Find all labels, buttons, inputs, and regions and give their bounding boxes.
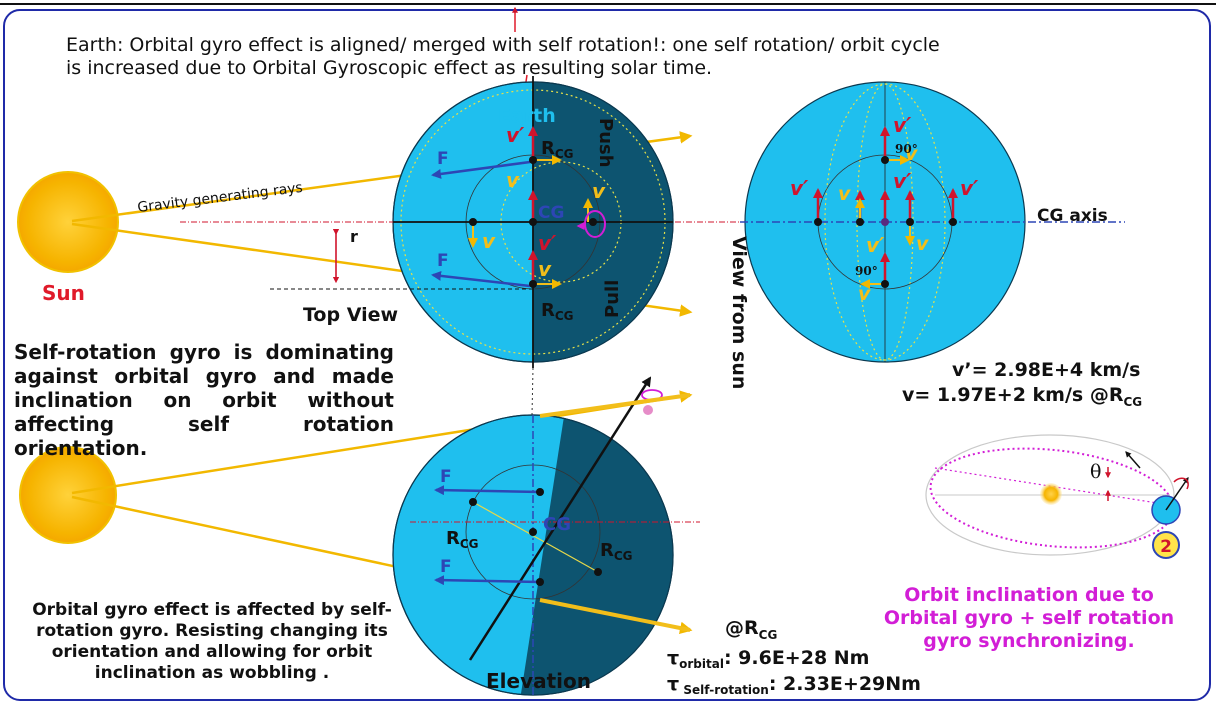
- orbit-sun: [1040, 483, 1062, 505]
- rotation-loop-top: [584, 210, 606, 238]
- sun-label: Sun: [42, 281, 85, 305]
- svg-text:v′: v′: [506, 123, 525, 147]
- push-label: Push: [595, 118, 616, 168]
- self-rotation-text: Self-rotation gyro is dominating against…: [14, 340, 394, 460]
- view-from-sun-label: View from sun: [728, 236, 750, 389]
- axis-top-point: [643, 405, 653, 415]
- elevation-label: Elevation: [486, 669, 591, 693]
- svg-text:v: v: [916, 233, 929, 255]
- theta-label: θ: [1090, 461, 1101, 483]
- at-rcg: @RCG: [725, 617, 777, 642]
- cg-label-top: CG: [538, 203, 564, 223]
- velocity-labels-side: v′ v v′ v′ v′ v v′ v v: [790, 113, 979, 305]
- earth-top-shadow: [533, 82, 673, 362]
- deg90-top: 90°: [895, 142, 918, 156]
- tau-self: τ Self-rotation: 2.33E+29Nm: [667, 673, 921, 697]
- svg-text:v: v: [905, 143, 918, 165]
- tilted-axis: [468, 376, 652, 661]
- orbital-gyro-text: Orbital gyro effect is affected by self-…: [32, 600, 392, 683]
- gravity-rays-label: Gravity generating rays: [137, 180, 304, 216]
- svg-text:v: v: [592, 179, 606, 203]
- f-label-3: F: [440, 467, 452, 487]
- svg-text:v: v: [858, 283, 871, 305]
- ray-thick-2: [539, 598, 691, 632]
- force-elev-lower: [434, 575, 541, 586]
- svg-text:v′: v′: [960, 176, 979, 200]
- force-elev-upper: [434, 485, 541, 496]
- svg-text:v: v: [538, 257, 552, 281]
- rcg-elev-left: RCG: [446, 528, 479, 551]
- tau-orbital: τorbital: 9.6E+28 Nm: [667, 647, 869, 671]
- velocity-labels-top: v′ v v′ v v v: [482, 123, 606, 281]
- rcg-bottom: RCG: [541, 300, 574, 323]
- top-view-label: Top View: [303, 304, 398, 326]
- rcg-top: RCG: [541, 138, 574, 161]
- rcg-elev-right: RCG: [600, 540, 633, 563]
- header-text: Earth: Orbital gyro effect is aligned/ m…: [66, 34, 1196, 80]
- points-top: [469, 156, 597, 288]
- deg90-bottom: 90°: [855, 264, 878, 278]
- f-label-1: F: [437, 149, 449, 169]
- orbit-arrow: [1125, 451, 1141, 469]
- sun-elevation: [19, 446, 117, 544]
- r-label: r: [350, 227, 358, 246]
- header-line-1: Earth: Orbital gyro effect is aligned/ m…: [66, 34, 940, 56]
- svg-text:v: v: [838, 183, 851, 205]
- sun-top: [17, 171, 119, 273]
- elev-radius-line: [472, 501, 599, 573]
- inclination-text: Orbit inclination due to Orbital gyro + …: [883, 584, 1175, 652]
- badge-2: [1152, 531, 1180, 559]
- svg-text:v′: v′: [893, 169, 912, 193]
- ray-thick-1: [539, 393, 691, 418]
- svg-text:v′: v′: [893, 113, 912, 137]
- border-frame: [3, 9, 1211, 701]
- force-arrow-upper: [431, 160, 531, 179]
- top-view: [17, 76, 745, 511]
- f-label-4: F: [440, 557, 452, 577]
- svg-text:v′: v′: [866, 233, 885, 257]
- orbit-inset: 2: [925, 434, 1189, 559]
- force-arrow-lower: [431, 270, 531, 288]
- eq-v: v= 1.97E+2 km/s @RCG: [902, 384, 1142, 409]
- svg-text:v′: v′: [790, 176, 809, 200]
- points-side: [814, 156, 957, 288]
- f-label-2: F: [437, 251, 449, 271]
- cg-axis-label: CG axis: [1037, 206, 1108, 226]
- view-from-sun: [740, 81, 1125, 363]
- eq-vprime: v’= 2.98E+4 km/s: [952, 359, 1140, 381]
- pull-label: Pull: [602, 280, 623, 318]
- force-labels: F F F F: [437, 149, 452, 577]
- svg-text:v: v: [482, 229, 496, 253]
- earth-label: Earth: [498, 105, 556, 127]
- badge-2-label: 2: [1160, 537, 1172, 557]
- orbit-earth-spin: [1173, 477, 1189, 490]
- svg-text:v: v: [506, 168, 520, 192]
- header-line-2: is increased due to Orbital Gyroscopic e…: [66, 57, 713, 79]
- points-elevation: [469, 488, 602, 586]
- orbit-earth-axis: [1165, 477, 1189, 511]
- svg-text:v′: v′: [538, 231, 557, 255]
- orbit-ellipse-grey: [925, 434, 1175, 556]
- cg-label-elev: CG: [543, 514, 571, 535]
